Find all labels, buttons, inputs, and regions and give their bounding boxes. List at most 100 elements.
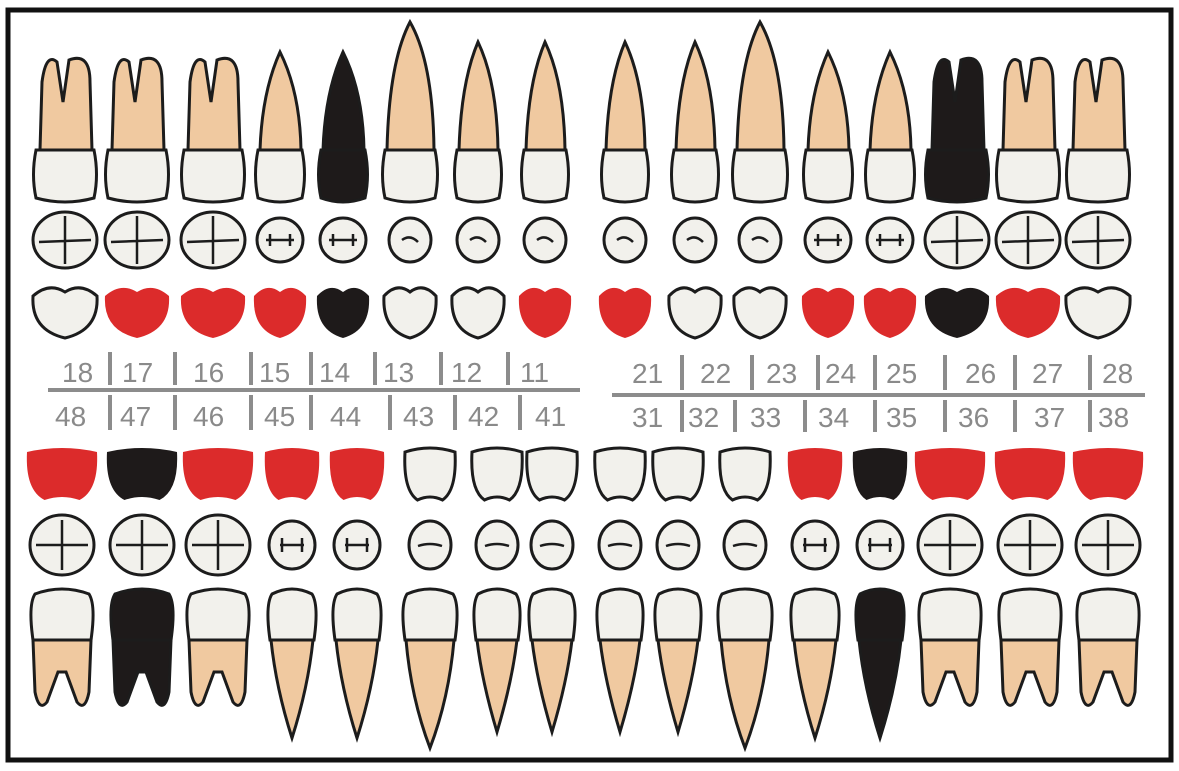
tooth-surface bbox=[788, 448, 842, 500]
tooth-16[interactable] bbox=[181, 58, 245, 338]
tooth-crown bbox=[268, 589, 316, 640]
tooth-number: 34 bbox=[818, 402, 849, 433]
tooth-number: 14 bbox=[319, 357, 350, 388]
tooth-number: 23 bbox=[766, 358, 797, 389]
tooth-number: 42 bbox=[468, 401, 499, 432]
tooth-number: 22 bbox=[700, 358, 731, 389]
tooth-crown bbox=[256, 150, 305, 202]
tooth-crown bbox=[383, 150, 438, 202]
tooth-number: 26 bbox=[965, 358, 996, 389]
tooth-number: 45 bbox=[264, 401, 295, 432]
tooth-27[interactable] bbox=[996, 58, 1060, 338]
tooth-surface bbox=[915, 448, 985, 500]
tooth-crown bbox=[597, 589, 643, 640]
tooth-number: 17 bbox=[122, 357, 153, 388]
tooth-number: 31 bbox=[632, 402, 663, 433]
tooth-number: 43 bbox=[403, 401, 434, 432]
tooth-crown bbox=[182, 150, 245, 202]
tooth-crown bbox=[866, 150, 915, 202]
tooth-surface bbox=[27, 448, 97, 500]
tooth-surface bbox=[595, 448, 645, 500]
tooth-26[interactable] bbox=[925, 58, 989, 338]
tooth-17[interactable] bbox=[105, 58, 169, 338]
tooth-crown bbox=[926, 150, 989, 202]
tooth-occlusal bbox=[389, 218, 431, 262]
tooth-surface bbox=[853, 448, 907, 500]
tooth-surface bbox=[472, 448, 522, 500]
tooth-number: 41 bbox=[535, 401, 566, 432]
tooth-crown bbox=[187, 589, 249, 640]
tooth-number: 38 bbox=[1098, 402, 1129, 433]
tooth-surface bbox=[527, 448, 577, 500]
tooth-surface bbox=[720, 448, 770, 500]
tooth-occlusal bbox=[604, 218, 646, 262]
tooth-crown bbox=[106, 150, 169, 202]
tooth-number: 36 bbox=[958, 402, 989, 433]
tooth-number: 33 bbox=[750, 402, 781, 433]
tooth-number: 18 bbox=[62, 357, 93, 388]
tooth-surface bbox=[330, 448, 384, 500]
tooth-crown bbox=[1077, 589, 1139, 640]
tooth-crown bbox=[455, 150, 502, 202]
tooth-crown bbox=[919, 589, 981, 640]
tooth-surface bbox=[995, 448, 1065, 500]
tooth-crown bbox=[111, 589, 173, 640]
tooth-28[interactable] bbox=[1066, 58, 1130, 338]
tooth-number: 47 bbox=[120, 401, 151, 432]
tooth-surface bbox=[107, 448, 177, 500]
tooth-number: 12 bbox=[451, 357, 482, 388]
tooth-number: 28 bbox=[1102, 358, 1133, 389]
tooth-crown bbox=[529, 589, 575, 640]
tooth-number: 21 bbox=[632, 358, 663, 389]
tooth-crown bbox=[672, 150, 719, 202]
tooth-number: 24 bbox=[825, 358, 856, 389]
tooth-crown bbox=[733, 150, 788, 202]
tooth-number: 35 bbox=[886, 402, 917, 433]
tooth-occlusal bbox=[674, 218, 716, 262]
tooth-crown bbox=[333, 589, 381, 640]
tooth-crown bbox=[999, 589, 1061, 640]
tooth-crown bbox=[655, 589, 701, 640]
tooth-number: 15 bbox=[259, 357, 290, 388]
tooth-surface bbox=[653, 448, 703, 500]
tooth-crown bbox=[31, 589, 93, 640]
tooth-number: 13 bbox=[383, 357, 414, 388]
tooth-18[interactable] bbox=[33, 58, 97, 338]
tooth-surface bbox=[265, 448, 319, 500]
tooth-root bbox=[932, 58, 984, 150]
tooth-root bbox=[1003, 58, 1055, 150]
tooth-number: 44 bbox=[330, 401, 361, 432]
tooth-number: 11 bbox=[520, 357, 549, 388]
tooth-occlusal bbox=[524, 218, 566, 262]
tooth-crown bbox=[602, 150, 649, 202]
tooth-crown bbox=[34, 150, 97, 202]
tooth-number: 25 bbox=[886, 358, 917, 389]
tooth-crown bbox=[997, 150, 1060, 202]
tooth-occlusal bbox=[739, 218, 781, 262]
tooth-root bbox=[112, 58, 164, 150]
tooth-surface bbox=[183, 448, 253, 500]
tooth-occlusal bbox=[457, 218, 499, 262]
tooth-number: 32 bbox=[688, 402, 719, 433]
tooth-crown bbox=[718, 589, 772, 640]
tooth-number: 46 bbox=[193, 401, 224, 432]
tooth-crown bbox=[522, 150, 569, 202]
tooth-number: 16 bbox=[193, 357, 224, 388]
tooth-crown bbox=[791, 589, 839, 640]
tooth-crown bbox=[319, 150, 368, 202]
tooth-crown bbox=[856, 589, 904, 640]
tooth-number: 27 bbox=[1032, 358, 1063, 389]
chart-frame bbox=[8, 10, 1171, 760]
tooth-crown bbox=[804, 150, 853, 202]
tooth-number: 48 bbox=[55, 401, 86, 432]
tooth-root bbox=[188, 58, 240, 150]
tooth-number: 37 bbox=[1034, 402, 1065, 433]
tooth-surface bbox=[405, 448, 455, 500]
tooth-crown bbox=[1067, 150, 1130, 202]
tooth-root bbox=[1073, 58, 1125, 150]
tooth-root bbox=[40, 58, 92, 150]
tooth-crown bbox=[403, 589, 457, 640]
tooth-surface bbox=[1073, 448, 1143, 500]
tooth-crown bbox=[474, 589, 520, 640]
